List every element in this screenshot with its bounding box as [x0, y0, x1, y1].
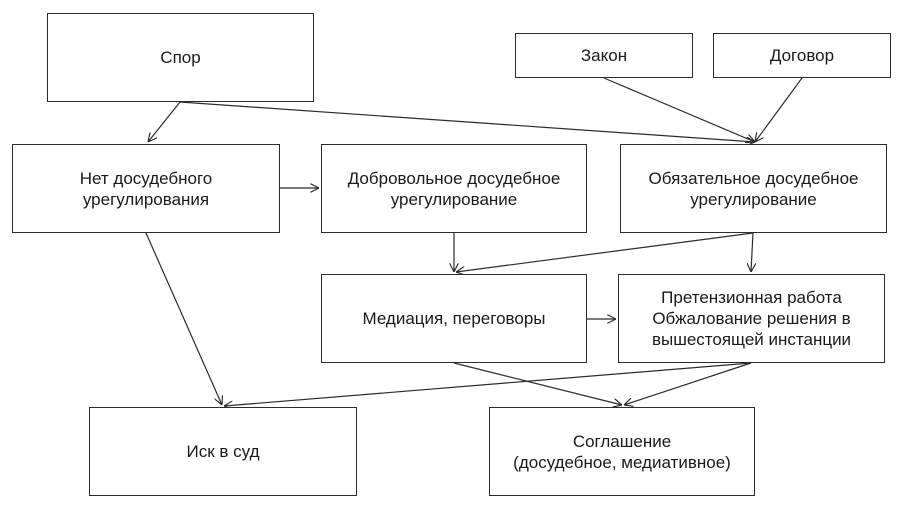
node-soglashenie-line-2: (досудебное, медиативное) — [513, 452, 731, 472]
node-dobr-line-1: Добровольное досудебное — [347, 168, 561, 188]
node-pretenz-line-1: Претензионная работа — [661, 288, 842, 307]
node-pretenz-line-3: вышестоящей инстанции — [651, 330, 852, 349]
node-dogovor-line-1: Договор — [769, 46, 835, 65]
arrow-spor-to-net — [148, 101, 181, 142]
node-dogovor: Договор — [713, 33, 891, 78]
node-zakon-line-1: Закон — [580, 46, 628, 65]
node-pretenz-line-2: Обжалование решения в — [652, 309, 851, 328]
arrow-net-to-isk — [145, 232, 222, 405]
node-net-dosudebnogo: Нет досудебного урегулирования — [12, 144, 280, 233]
node-mediacia: Медиация, переговоры — [321, 274, 587, 363]
node-isk-v-sud: Иск в суд — [89, 407, 357, 496]
node-net-line-1: Нет досудебного — [79, 168, 213, 188]
node-dobr-line-2: урегулирование — [390, 189, 518, 209]
node-spor-line-1: Спор — [160, 48, 201, 67]
arrow-obyaz-to-pretenz — [751, 232, 753, 272]
arrow-pretenz-to-isk — [224, 362, 752, 406]
node-mediacia-line-1: Медиация, переговоры — [362, 309, 546, 328]
node-obyaz-line-2: урегулирование — [690, 189, 817, 209]
node-zakon: Закон — [515, 33, 693, 78]
arrow-mediacia-to-soglashenie — [453, 362, 622, 405]
node-obyaz-line-1: Обязательное досудебное — [648, 168, 859, 188]
arrow-obyaz-to-mediacia — [456, 232, 754, 272]
node-dobrovolnoe: Добровольное досудебное урегулирование — [321, 144, 587, 233]
arrow-zakon-to-obyaz — [603, 77, 755, 142]
arrow-dogovor-to-obyaz — [755, 77, 803, 142]
node-soglashenie-line-1: Соглашение — [572, 431, 672, 451]
node-soglashenie: Соглашение (досудебное, медиативное) — [489, 407, 755, 496]
arrow-pretenz-to-soglashenie — [624, 362, 752, 405]
node-obyazatelnoe: Обязательное досудебное урегулирование — [620, 144, 887, 233]
node-spor: Спор — [47, 13, 314, 102]
node-net-line-2: урегулирования — [82, 189, 210, 209]
arrow-spor-to-obyaz — [179, 101, 755, 142]
node-pretenzionnaya: Претензионная работа Обжалование решения… — [618, 274, 885, 363]
node-isk-line-1: Иск в суд — [186, 442, 260, 461]
